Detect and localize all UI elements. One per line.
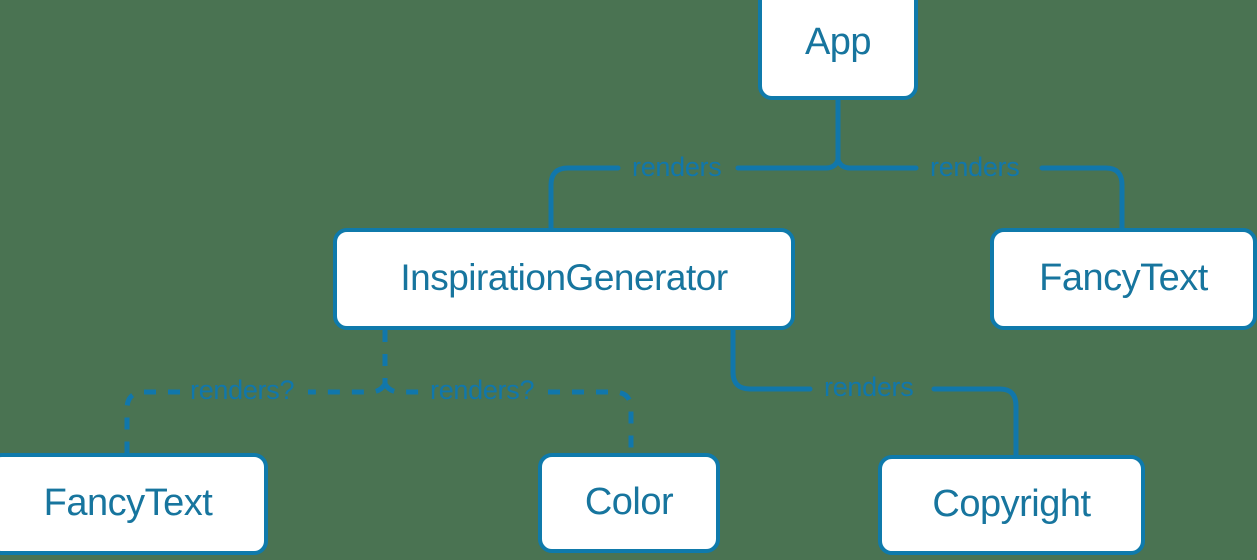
node-color[interactable]: Color [538,453,720,553]
node-fancytext-right[interactable]: FancyText [990,228,1257,330]
node-app-label: App [804,20,872,63]
edge-inspirationgenerator-to-copyright [730,327,1019,458]
node-fancytext-right-label: FancyText [1039,256,1208,299]
node-copyright-label: Copyright [932,482,1091,525]
node-color-label: Color [584,480,674,523]
node-fancytext-bottom[interactable]: FancyText [0,453,268,555]
node-app[interactable]: App [758,0,918,100]
edge-inspirationgenerator-to-color [382,382,634,453]
edge-label-inspirationgenerator-to-color: renders? [430,375,535,405]
edge-label-app-to-fancytext: renders [930,152,1020,182]
node-inspirationgenerator[interactable]: InspirationGenerator [333,228,795,330]
node-inspirationgenerator-label: InspirationGenerator [400,257,728,298]
node-copyright[interactable]: Copyright [878,455,1145,555]
edge-label-inspirationgenerator-to-fancytext: renders? [190,375,295,405]
edge-app-to-fancytext [835,157,1125,231]
node-fancytext-bottom-label: FancyText [43,481,213,524]
edge-label-app-to-inspirationgenerator: renders [632,152,722,182]
edge-label-inspirationgenerator-to-copyright: renders [824,372,914,402]
